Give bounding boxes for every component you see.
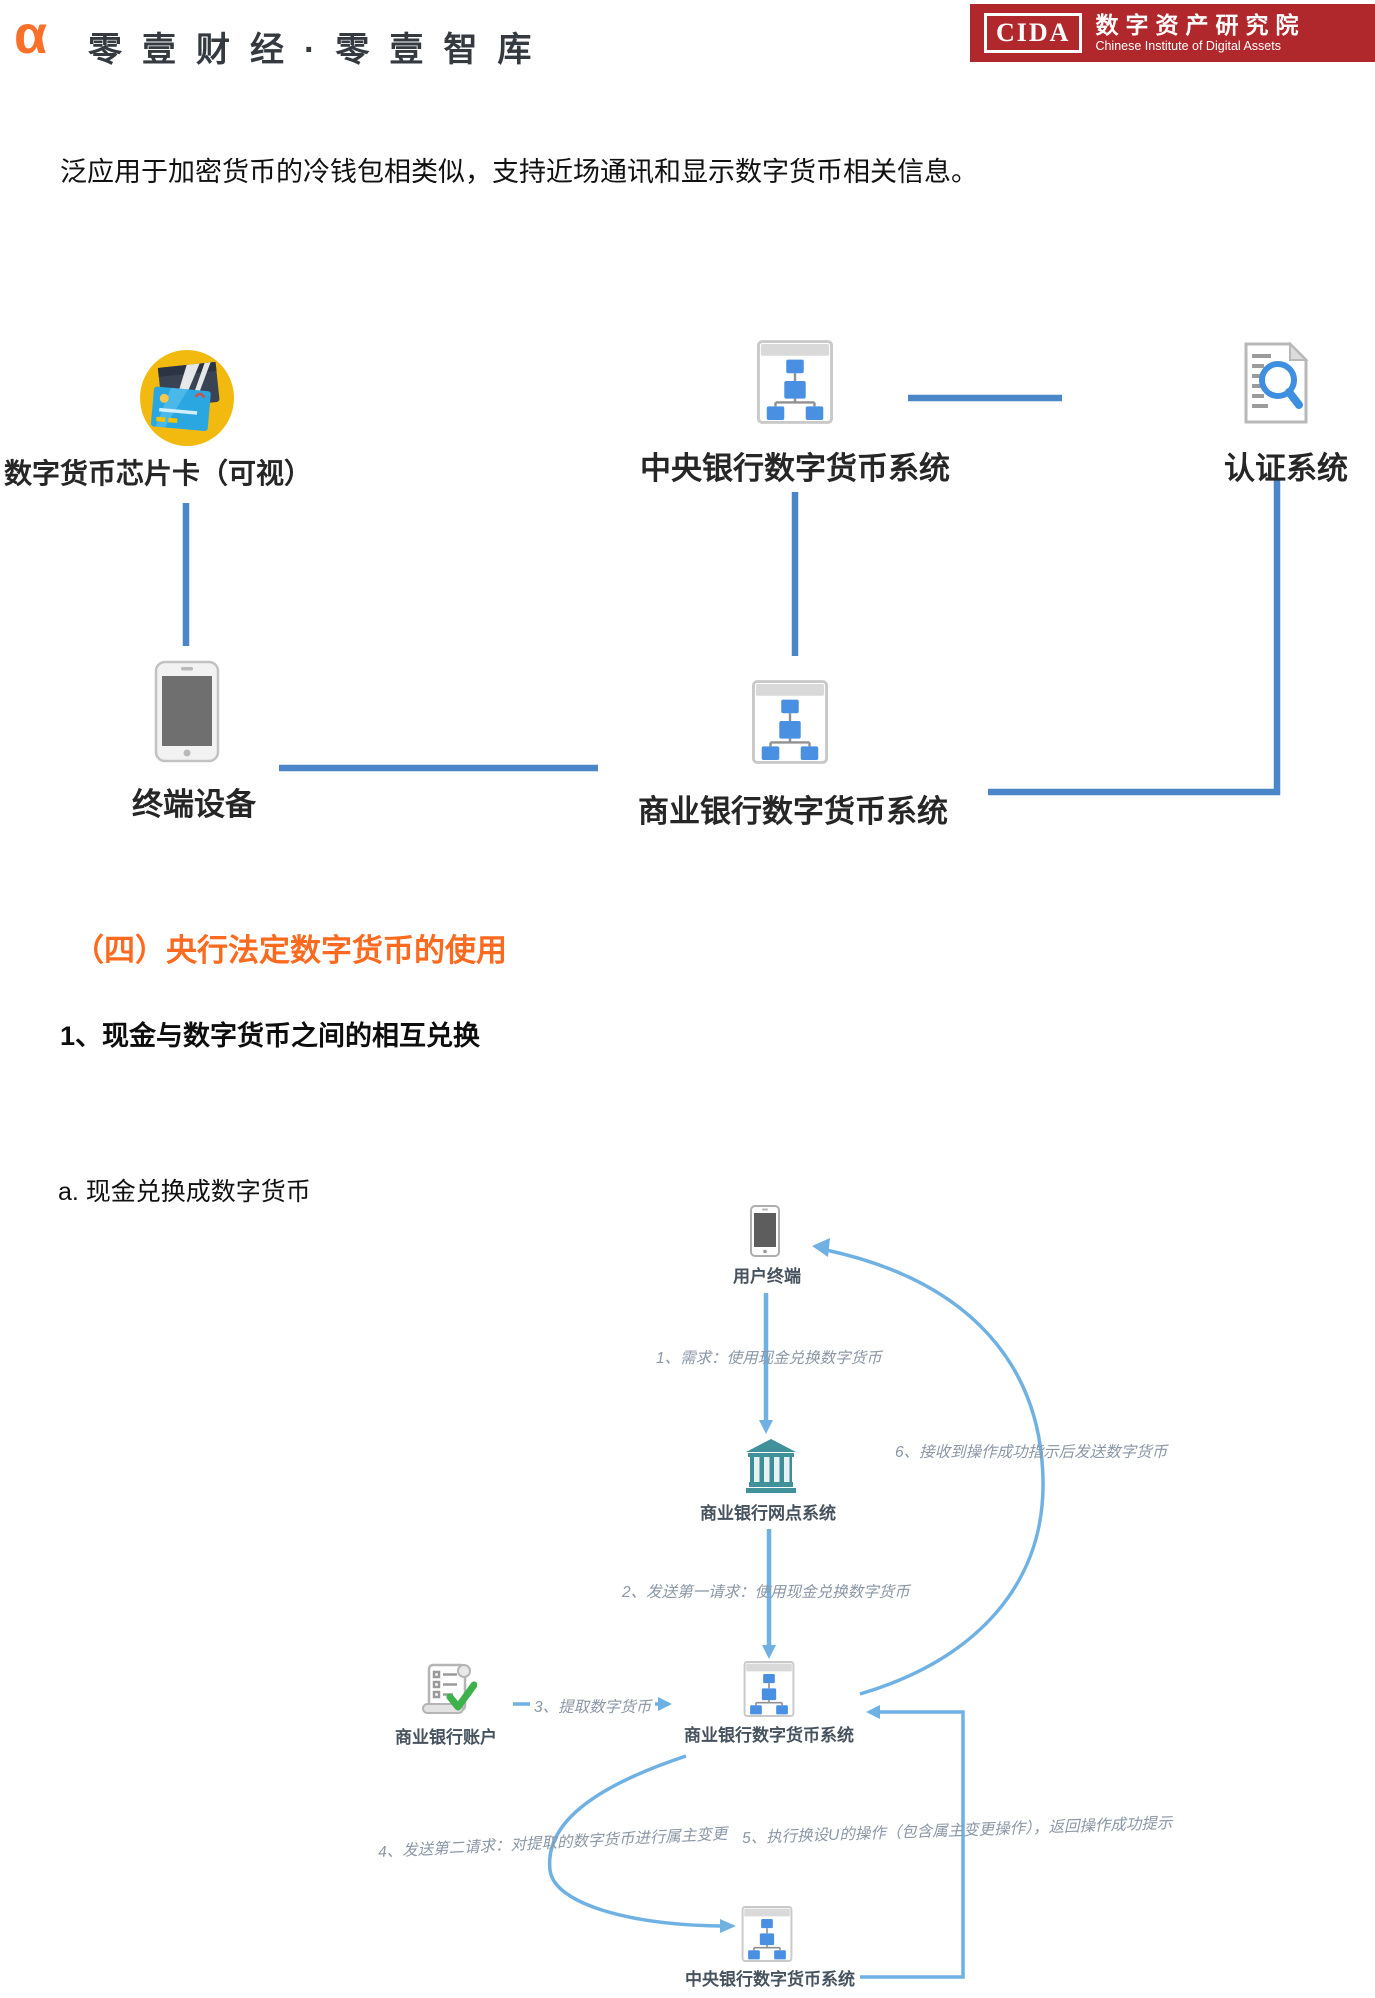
cida-names: 数字资产研究院 Chinese Institute of Digital Ass… (1095, 12, 1305, 53)
cida-english-name: Chinese Institute of Digital Assets (1095, 38, 1281, 53)
item-heading: a. 现金兑换成数字货币 (58, 1178, 311, 1206)
cida-abbr-box: CIDA (984, 12, 1083, 54)
left-logo-text: 零壹财经·零壹智库 (88, 31, 552, 69)
chip-card-label: 数字货币芯片卡（可视） (4, 458, 313, 489)
subsection-heading: 1、现金与数字货币之间的相互兑换 (60, 1021, 481, 1051)
step-4-label: 4、发送第二请求：对提取的数字货币进行属主变更 (377, 1825, 728, 1861)
terminal-label: 终端设备 (132, 787, 256, 822)
central-bank-system-label: 中央银行数字货币系统 (640, 451, 950, 486)
auth-system-label: 认证系统 (1224, 451, 1348, 486)
commercial-bank-system-label: 商业银行数字货币系统 (638, 794, 948, 829)
bank-account-label: 商业银行账户 (395, 1728, 497, 1747)
terminal-icon (154, 660, 220, 768)
step-2-label: 2、发送第一请求：使用现金兑换数字货币 (622, 1584, 910, 1601)
commercial-bank-dc-icon (742, 1661, 796, 1722)
step-1-label: 1、需求：使用现金兑换数字货币 (656, 1350, 882, 1367)
central-bank-system-icon (757, 340, 833, 429)
section-heading: （四）央行法定数字货币的使用 (73, 933, 507, 968)
commercial-bank-dc-label: 商业银行数字货币系统 (684, 1726, 854, 1745)
bank-branch-icon (745, 1438, 797, 1499)
step-3-label: 3、提取数字货币 (530, 1695, 656, 1717)
user-terminal-icon (750, 1205, 780, 1262)
intro-paragraph: 泛应用于加密货币的冷钱包相类似，支持近场通讯和显示数字货币相关信息。 (60, 157, 978, 187)
bank-branch-label: 商业银行网点系统 (700, 1504, 836, 1523)
01caijing-logo: α (14, 8, 47, 62)
chip-card-icon (139, 349, 235, 447)
central-bank-dc-label: 中央银行数字货币系统 (685, 1970, 855, 1989)
central-bank-dc-icon (740, 1906, 794, 1967)
bank-account-icon (419, 1661, 478, 1724)
cida-chinese-name: 数字资产研究院 (1095, 12, 1306, 39)
step-6-label: 6、接收到操作成功指示后发送数字货币 (895, 1444, 1168, 1461)
cida-logo: CIDA 数字资产研究院 Chinese Institute of Digita… (970, 4, 1375, 62)
step-5-label: 5、执行换设U的操作（包含属主变更操作），返回操作成功提示 (741, 1814, 1173, 1847)
commercial-bank-system-icon (752, 680, 828, 769)
auth-system-icon (1243, 341, 1309, 430)
alpha-logo-icon: α (14, 5, 48, 65)
user-terminal-label: 用户终端 (733, 1267, 801, 1286)
